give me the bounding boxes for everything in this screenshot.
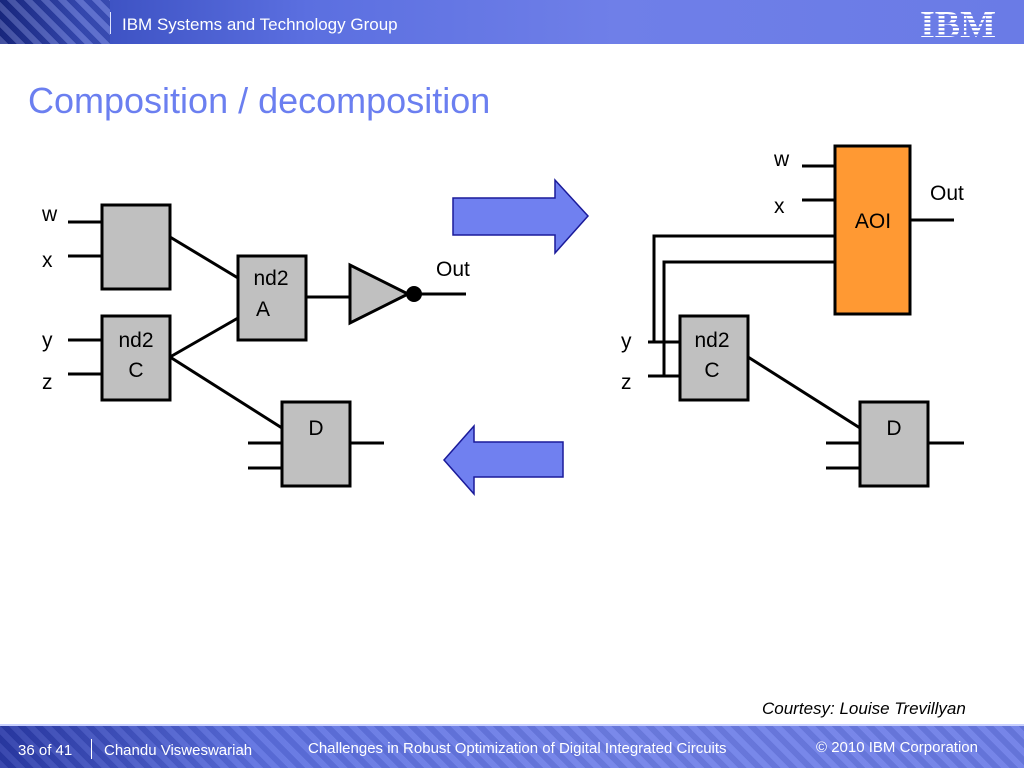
left-input-x: x xyxy=(42,249,53,272)
page-number: 36 of 41 xyxy=(18,742,73,759)
arrow-right xyxy=(452,178,590,255)
gate-left-c xyxy=(100,314,172,402)
right-c-name: nd2 xyxy=(694,329,729,352)
gate-right-c xyxy=(678,314,750,402)
aoi-label: AOI xyxy=(855,210,891,233)
footer-pattern xyxy=(0,724,1024,768)
left-input-y: y xyxy=(42,329,53,352)
group-name: IBM Systems and Technology Group xyxy=(122,15,398,34)
gate-left-d xyxy=(280,400,352,488)
inverter-bubble xyxy=(406,286,422,302)
right-out-label: Out xyxy=(930,182,964,205)
right-d-label: D xyxy=(886,417,901,440)
gate-right-d xyxy=(858,400,930,488)
right-input-x: x xyxy=(774,195,785,218)
header-bar: IBM Systems and Technology Group IBM xyxy=(0,0,1024,44)
gate-aoi xyxy=(833,144,912,316)
arrow-left xyxy=(442,424,564,496)
right-input-y: y xyxy=(621,330,632,353)
left-a-letter: A xyxy=(256,298,270,321)
right-c-letter: C xyxy=(704,359,719,382)
footer-topline xyxy=(0,724,1024,726)
right-input-z: z xyxy=(621,371,632,394)
gate-left-top xyxy=(100,203,172,291)
left-c-name: nd2 xyxy=(118,329,153,352)
courtesy-note: Courtesy: Louise Trevillyan xyxy=(762,699,966,718)
svg-text:IBM: IBM xyxy=(920,4,996,42)
ibm-logo: IBM xyxy=(920,4,996,42)
footer-separator xyxy=(91,739,92,759)
left-a-name: nd2 xyxy=(253,267,288,290)
left-input-z: z xyxy=(42,371,53,394)
footer-bar: 36 of 41 Chandu Visweswariah Challenges … xyxy=(0,724,1024,768)
buffer-triangle xyxy=(348,262,412,326)
left-c-letter: C xyxy=(128,359,143,382)
author-name: Chandu Visweswariah xyxy=(104,742,253,759)
right-input-w: w xyxy=(773,148,790,171)
slide-title: Composition / decomposition xyxy=(28,80,491,121)
left-input-w: w xyxy=(41,203,58,226)
header-separator xyxy=(110,12,111,34)
left-d-label: D xyxy=(308,417,323,440)
header-pattern xyxy=(0,0,110,44)
left-out-label: Out xyxy=(436,258,470,281)
copyright: © 2010 IBM Corporation xyxy=(816,739,978,756)
gate-left-a xyxy=(236,254,308,342)
talk-title: Challenges in Robust Optimization of Dig… xyxy=(308,740,727,757)
